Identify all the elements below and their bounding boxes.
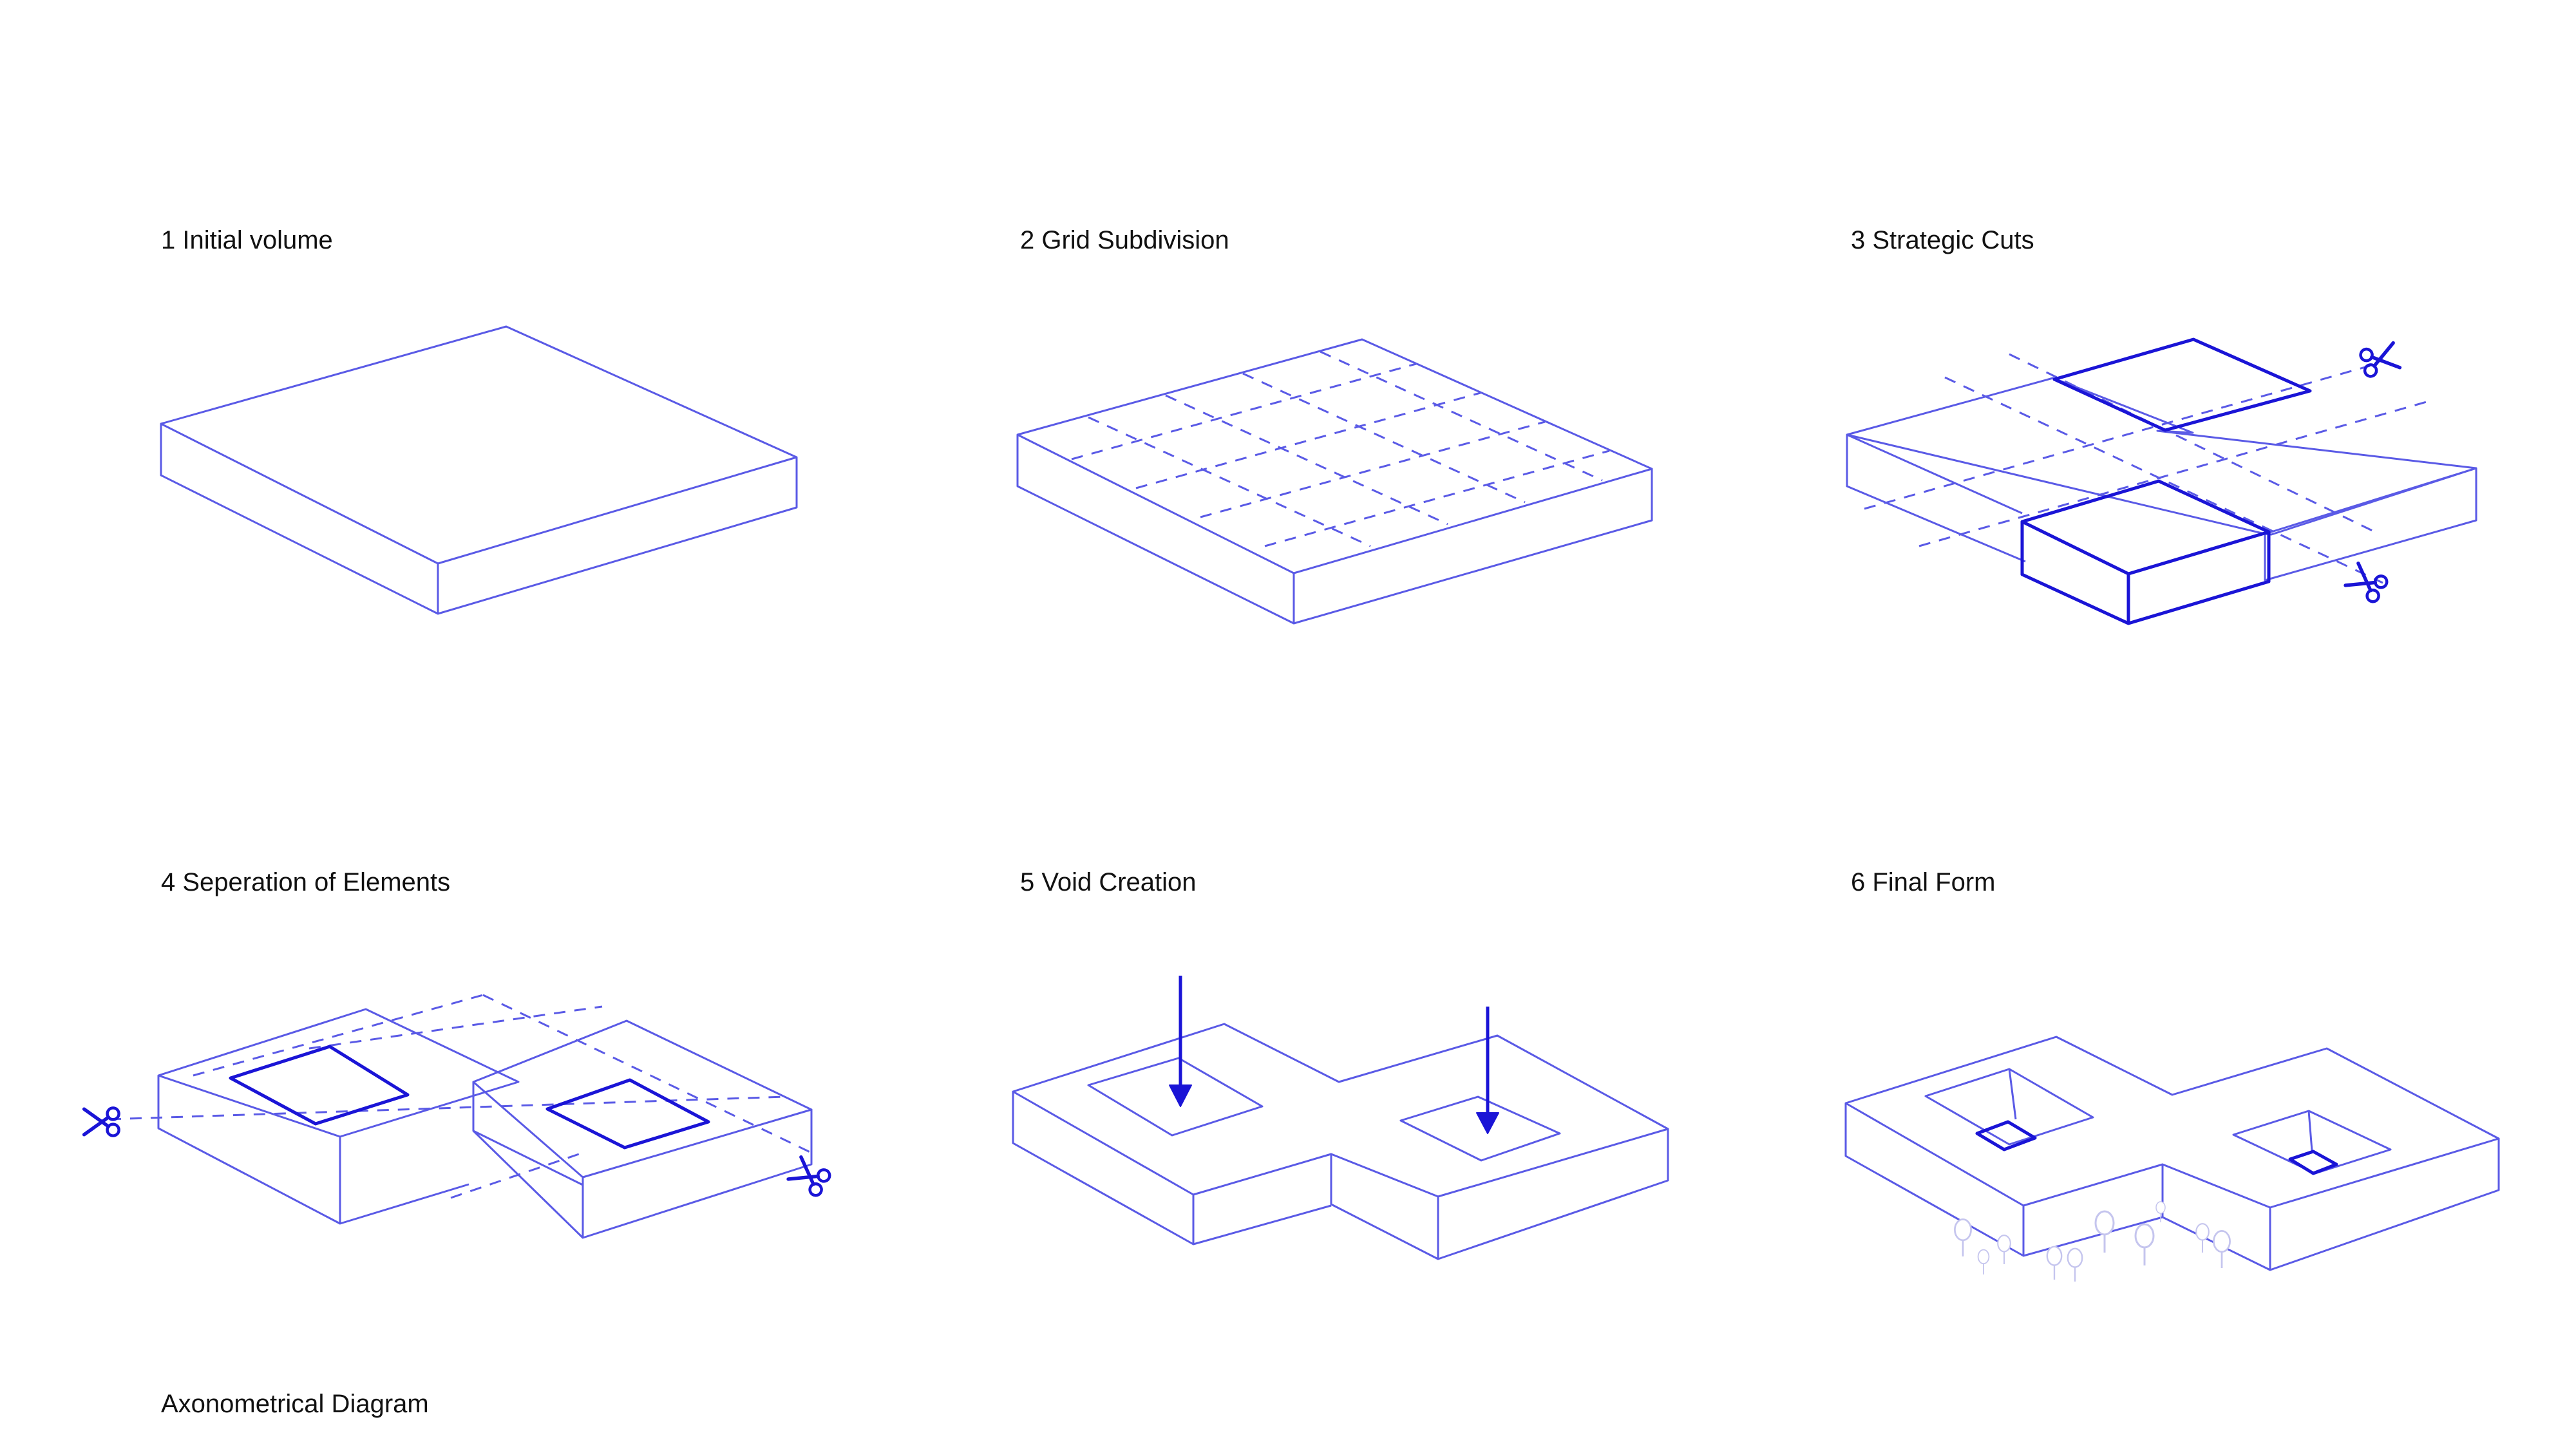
step-2-grid-subdivision xyxy=(1016,338,1653,625)
scissors-icon xyxy=(788,1156,831,1197)
step-4-separation-of-elements xyxy=(84,994,832,1239)
step-5-label: 5 Void Creation xyxy=(1020,868,1197,896)
step-1-initial-volume xyxy=(160,325,798,615)
step-1-label: 1 Initial volume xyxy=(161,226,333,254)
step-6-label: 6 Final Form xyxy=(1851,868,1996,896)
step-3-label: 3 Strategic Cuts xyxy=(1851,226,2034,254)
step-2-label: 2 Grid Subdivision xyxy=(1020,226,1229,254)
diagram-caption: Axonometrical Diagram xyxy=(161,1390,429,1418)
step-4-label: 4 Seperation of Elements xyxy=(161,868,451,896)
scissors-icon xyxy=(2360,342,2400,378)
step-5-void-creation xyxy=(1012,976,1669,1260)
step-6-final-form xyxy=(1844,1036,2500,1283)
step-3-strategic-cuts xyxy=(1846,337,2477,625)
scissors-icon xyxy=(84,1108,119,1135)
tree-icon xyxy=(1954,1201,2231,1283)
